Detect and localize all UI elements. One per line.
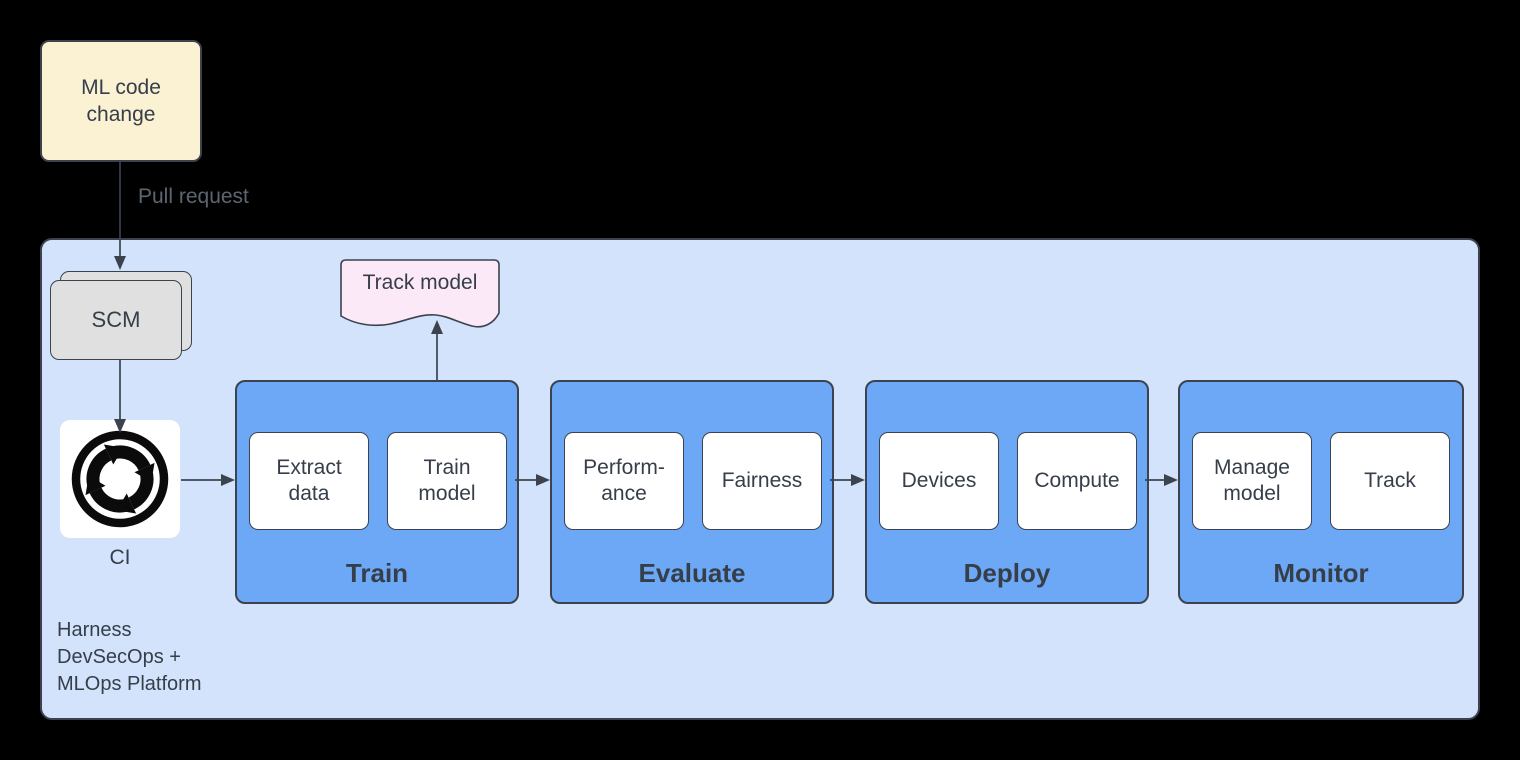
- scm-node: SCM: [50, 280, 182, 360]
- stage-monitor-label: Monitor: [1273, 558, 1369, 588]
- stage-deploy-item-compute: Compute: [1017, 432, 1137, 530]
- stage-train: Extract data Train model Train: [235, 380, 519, 604]
- stage-deploy-item-devices: Devices: [879, 432, 999, 530]
- stage-train-item-train-model: Train model: [387, 432, 507, 530]
- stage-monitor-item-manage-model: Manage model: [1192, 432, 1312, 530]
- stage-monitor-item-track: Track: [1330, 432, 1450, 530]
- scm-label: SCM: [91, 307, 141, 332]
- stage-evaluate-label: Evaluate: [638, 558, 746, 588]
- stage-train-item-extract-data: Extract data: [249, 432, 369, 530]
- track-model-node: Track model: [340, 259, 500, 333]
- stage-deploy-label: Deploy: [963, 558, 1051, 588]
- pull-request-label: Pull request: [138, 185, 249, 208]
- continuous-integration-cycle-icon: [71, 430, 169, 528]
- stage-evaluate: Perform- ance Fairness Evaluate: [550, 380, 834, 604]
- platform-label: Harness DevSecOps + MLOps Platform: [57, 619, 202, 695]
- stage-deploy: Devices Compute Deploy: [865, 380, 1149, 604]
- document-shape: [340, 259, 500, 328]
- ml-code-change-node: ML code change: [40, 40, 202, 162]
- stage-monitor: Manage model Track Monitor: [1178, 380, 1464, 604]
- stage-evaluate-item-performance: Perform- ance: [564, 432, 684, 530]
- ci-label: CI: [109, 546, 131, 569]
- ml-code-change-label: ML code change: [81, 76, 161, 126]
- track-model-label: Track model: [362, 271, 478, 294]
- stage-evaluate-item-fairness: Fairness: [702, 432, 822, 530]
- stage-train-label: Train: [345, 558, 409, 588]
- ci-node: [60, 420, 180, 538]
